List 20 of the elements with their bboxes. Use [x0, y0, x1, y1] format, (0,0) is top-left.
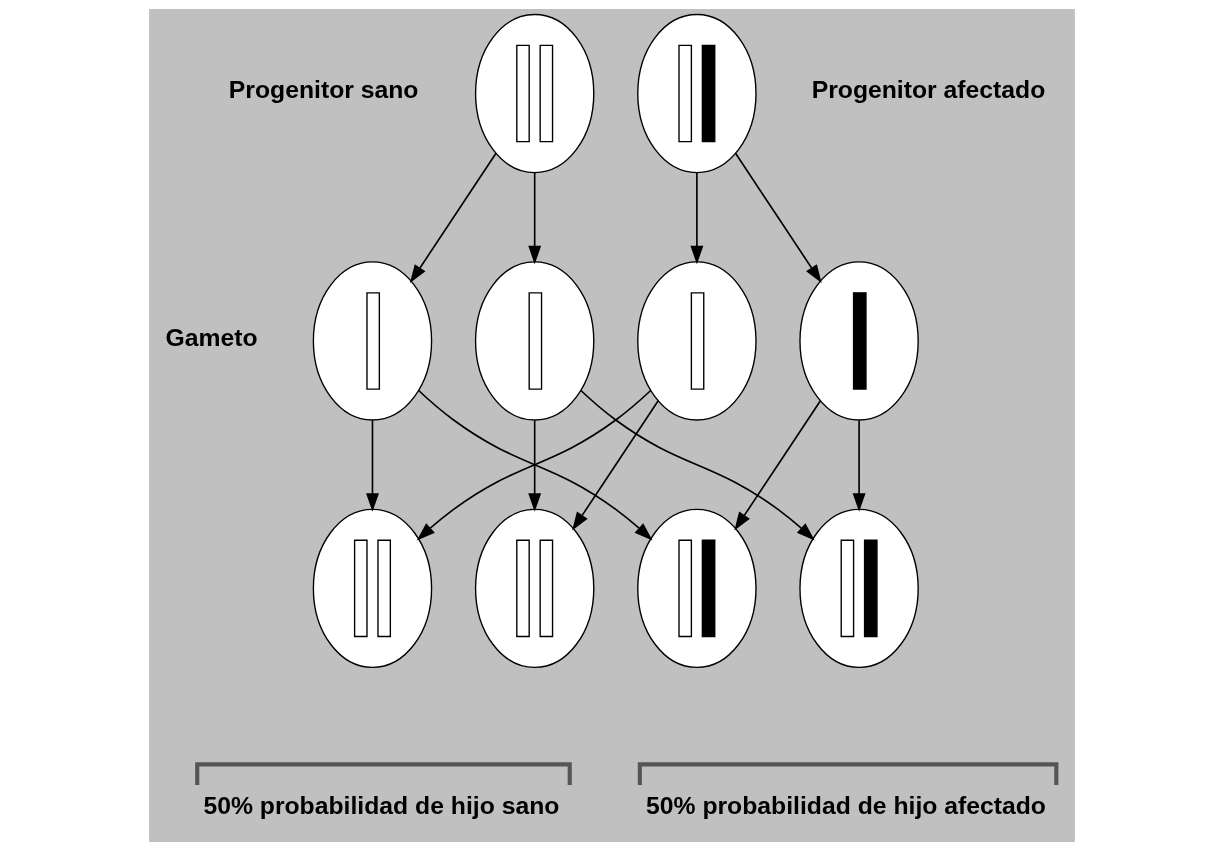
- node-ellipse: [636, 13, 757, 173]
- label: Gameto: [165, 323, 258, 351]
- arrow: [852, 419, 866, 512]
- node-ellipse: [474, 13, 594, 173]
- label: 50% probabilidad de hijo sano: [202, 791, 559, 819]
- node-ellipse: [474, 260, 594, 421]
- node-label: Progenitor sano: [228, 75, 418, 103]
- arrow: [733, 399, 821, 531]
- arrow: [579, 389, 815, 540]
- arrow: [527, 171, 541, 264]
- arrow: [409, 152, 497, 283]
- node-ellipse: [312, 508, 432, 668]
- arrow: [571, 399, 659, 531]
- arrow: [527, 419, 541, 512]
- arrow: [365, 419, 379, 512]
- arrow: [734, 152, 822, 283]
- node-ellipse: [636, 260, 757, 421]
- label: 50% probabilidad de hijo afectado: [645, 791, 1046, 819]
- node-label: Progenitor afectado: [811, 75, 1045, 103]
- arrow: [689, 171, 703, 264]
